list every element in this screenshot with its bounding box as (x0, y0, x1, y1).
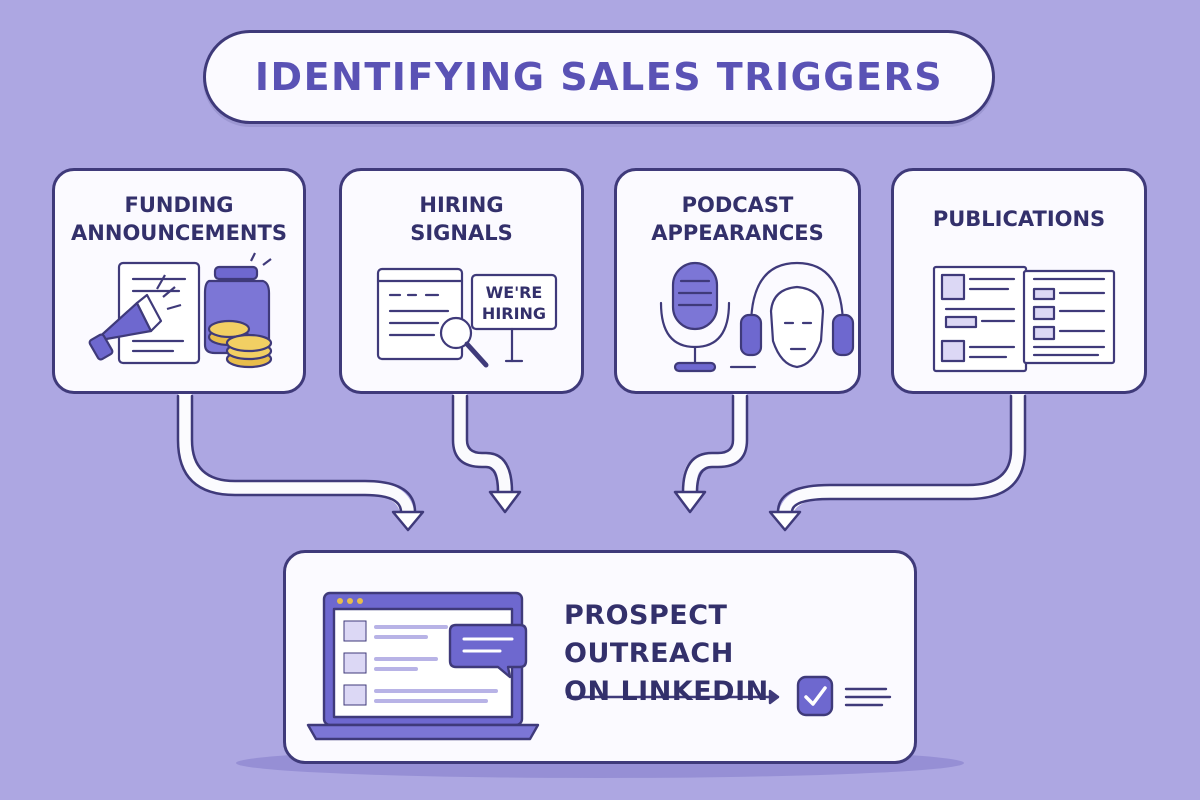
outcome-box: PROSPECT OUTREACH ON LINKEDIN (283, 550, 917, 764)
hiring-sign-line-2: HIRING (482, 304, 546, 323)
trigger-label: FUNDING ANNOUNCEMENTS (71, 193, 287, 245)
hiring-sign-icon: WE'RE HIRING (376, 267, 558, 368)
arrowhead-funding (391, 510, 425, 532)
arrowhead-publications (768, 510, 802, 532)
trigger-card-hiring: HIRING SIGNALS WE'RE HIRING (339, 168, 584, 394)
arrowhead-podcast (673, 490, 707, 514)
outcome-label: PROSPECT OUTREACH ON LINKEDIN (564, 600, 769, 707)
megaphone-and-coins-icon (88, 252, 273, 369)
trigger-card-publications: PUBLICATIONS (891, 168, 1147, 394)
laptop-chat-icon (306, 591, 892, 741)
trigger-card-podcast: PODCAST APPEARANCES (614, 168, 861, 394)
checkmark-icon (796, 675, 834, 717)
trigger-label: PUBLICATIONS (932, 207, 1106, 231)
arrow-podcast (683, 389, 747, 507)
arrow-publications (778, 389, 1025, 527)
trigger-label: PODCAST APPEARANCES (651, 193, 824, 245)
publication-pages-icon (932, 265, 1116, 373)
arrow-funding (178, 389, 415, 527)
hiring-sign-line-1: WE'RE (486, 283, 543, 302)
arrow-hiring (453, 389, 512, 507)
trigger-label: HIRING SIGNALS (410, 193, 513, 245)
title-banner: IDENTIFYING SALES TRIGGERS (203, 30, 995, 124)
arrowhead-hiring (488, 490, 522, 514)
diagram-title: IDENTIFYING SALES TRIGGERS (254, 55, 944, 99)
trigger-card-funding: FUNDING ANNOUNCEMENTS (52, 168, 306, 394)
microphone-headphones-icon (659, 261, 855, 373)
